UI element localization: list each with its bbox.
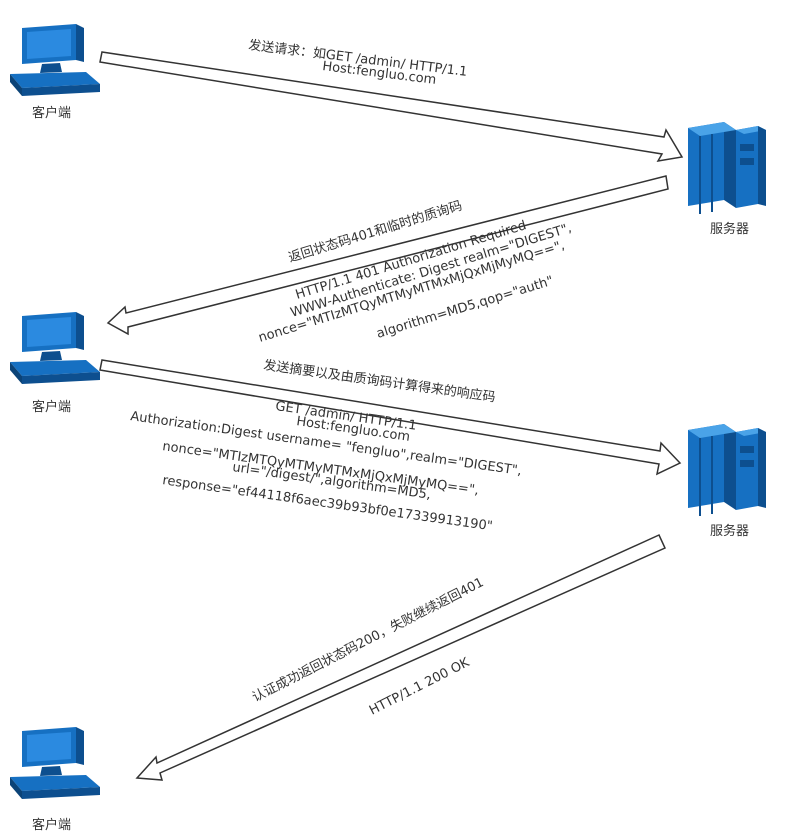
server-label-1: 服务器 (710, 221, 750, 236)
arrow-server-to-client-1 (106, 175, 669, 336)
arrow-server-to-client-2 (135, 534, 666, 781)
arrow-client-to-server-2 (99, 359, 682, 476)
client-computer-icon-1 (10, 24, 100, 96)
server-label-2: 服务器 (710, 523, 750, 538)
client-label-1: 客户端 (32, 105, 72, 120)
server-icon-2 (687, 423, 767, 517)
message-4-text: 认证成功返回状态码200，失败继续返回401 HTTP/1.1 200 OK (250, 575, 486, 718)
client-computer-icon-3 (10, 727, 100, 799)
arrow-client-to-server-1 (99, 51, 684, 162)
client-label-3: 客户端 (32, 817, 72, 832)
server-icon-1 (687, 121, 767, 215)
client-computer-icon-2 (10, 312, 100, 384)
client-label-2: 客户端 (32, 399, 72, 414)
